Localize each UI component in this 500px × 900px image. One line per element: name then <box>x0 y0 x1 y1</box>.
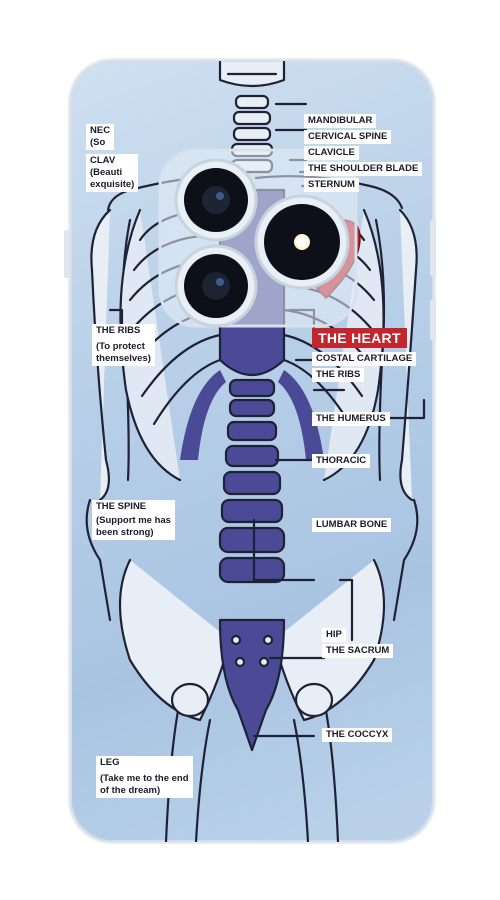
label-coccyx: THE COCCYX <box>322 728 393 742</box>
label-clavicle-left-title: CLAV <box>90 155 116 166</box>
label-sacrum: THE SACRUM <box>322 644 394 658</box>
label-leg: LEG (Take me to the end of the dream) <box>96 756 193 798</box>
label-cervical-spine: CERVICAL SPINE <box>304 130 392 144</box>
label-clavicle-partial: CLAV (Beauti exquisite) <box>86 154 139 192</box>
label-ribs-left-title: THE RIBS <box>96 325 141 336</box>
label-spine-title: THE SPINE <box>96 501 147 512</box>
label-clavicle-left-sub1: (Beauti <box>90 167 123 178</box>
label-mandibular: MANDIBULAR <box>304 114 377 128</box>
side-button-right-upper <box>430 220 436 276</box>
label-ribs-left-sub1: (To protect <box>96 341 145 352</box>
label-thoracic: THORACIC <box>312 454 371 468</box>
label-shoulder-blade: THE SHOULDER BLADE <box>304 162 423 176</box>
label-leg-sub2: of the dream) <box>100 785 161 796</box>
label-costal-cartilage: COSTAL CARTILAGE <box>312 352 417 366</box>
camera-module <box>158 148 358 328</box>
label-humerus: THE HUMERUS <box>312 412 390 426</box>
label-clavicle-left-sub2: exquisite) <box>90 179 135 190</box>
camera-lens-top-icon <box>174 158 258 242</box>
camera-lens-bottom-icon <box>174 244 258 328</box>
label-ribs-left-sub2: themselves) <box>96 353 151 364</box>
label-clavicle: CLAVICLE <box>304 146 359 160</box>
camera-lens-main-icon <box>254 194 350 290</box>
phone-case: MANDIBULAR CERVICAL SPINE CLAVICLE THE S… <box>68 58 436 844</box>
label-neck-sub: (So <box>90 137 106 148</box>
label-spine-sub2: been strong) <box>96 527 154 538</box>
side-button-right-lower <box>430 300 436 340</box>
side-button-left <box>64 230 70 278</box>
label-ribs-left: THE RIBS (To protect themselves) <box>92 324 155 366</box>
label-spine-sub1: (Support me has <box>96 515 171 526</box>
label-neck-partial: NEC (So <box>86 124 115 150</box>
label-leg-title: LEG <box>100 757 120 768</box>
label-neck-title: NEC <box>90 125 111 136</box>
label-ribs-right: THE RIBS <box>312 368 365 382</box>
label-sternum: STERNUM <box>304 178 359 192</box>
label-spine: THE SPINE (Support me has been strong) <box>92 500 175 540</box>
label-lumbar: LUMBAR BONE <box>312 518 392 532</box>
label-leg-sub1: (Take me to the end <box>100 773 189 784</box>
label-hip: HIP <box>322 628 346 642</box>
label-heart: THE HEART <box>312 328 407 348</box>
